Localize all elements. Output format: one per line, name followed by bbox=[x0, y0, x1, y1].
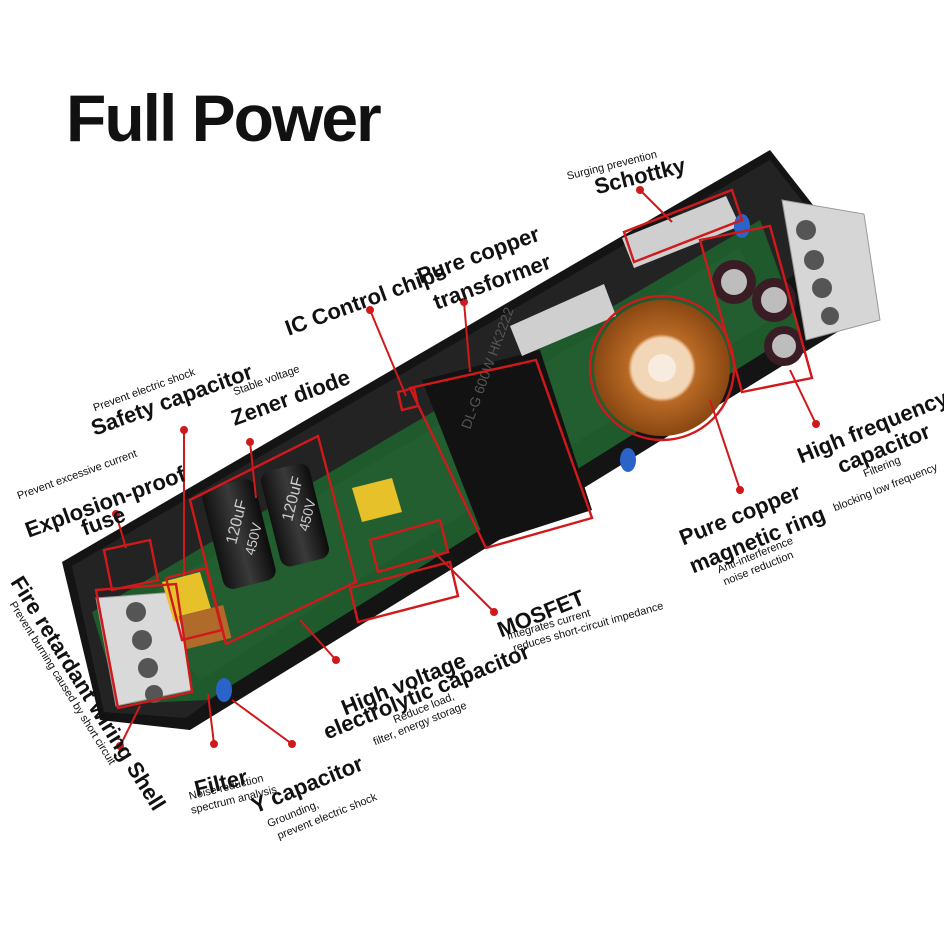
hf-capacitors bbox=[712, 260, 804, 366]
heatsink-left bbox=[510, 284, 616, 356]
cap2-voltage: 450V bbox=[295, 496, 319, 532]
copper-toroid bbox=[594, 300, 730, 436]
heatsink-top bbox=[622, 196, 740, 268]
highlight-boxes bbox=[94, 188, 814, 710]
hv-capacitors: 120uF 450V 120uF 450V bbox=[202, 463, 329, 589]
leader-lines bbox=[112, 186, 820, 750]
page-title: Full Power bbox=[66, 81, 382, 155]
cap1-voltage: 450V bbox=[241, 520, 265, 556]
terminal-block-right bbox=[781, 199, 881, 341]
terminal-block-left bbox=[95, 591, 193, 707]
